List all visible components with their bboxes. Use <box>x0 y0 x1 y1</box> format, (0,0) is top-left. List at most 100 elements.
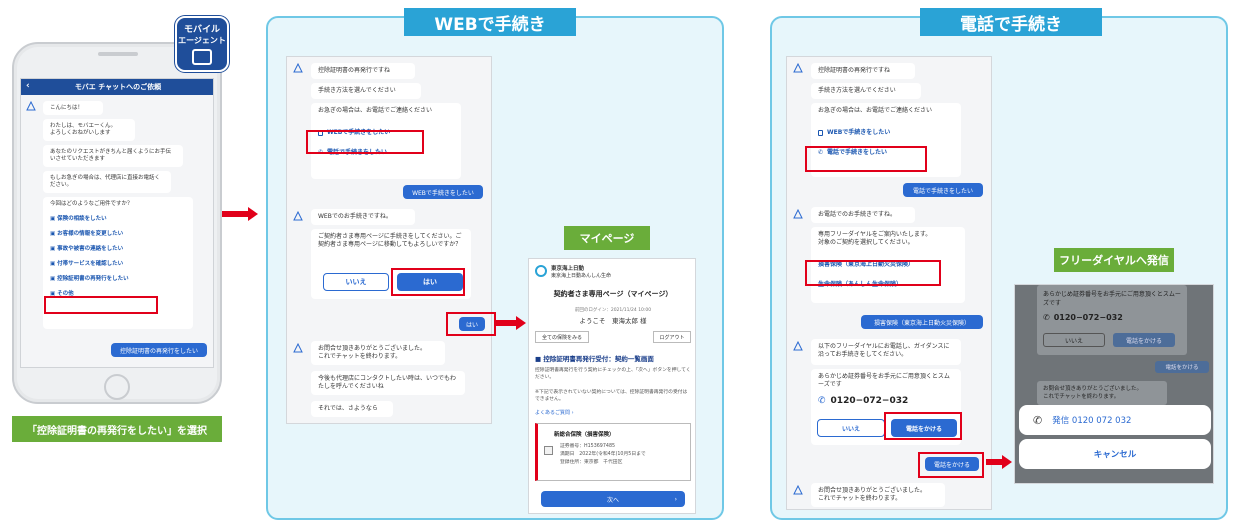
next-button[interactable]: 次へ› <box>541 491 685 507</box>
brand-name: 東京海上日動 <box>551 266 585 272</box>
option-item[interactable]: ▣ 事故や被害の連絡をしたい <box>50 246 124 252</box>
highlight-box <box>805 146 927 172</box>
call-button[interactable]: 電話をかける <box>891 419 957 437</box>
phone-icon: ✆ <box>1043 313 1050 322</box>
arrow-icon <box>222 211 248 217</box>
section-heading: ■ 控除証明書再発行受付：契約一覧画面 <box>535 355 654 363</box>
chat-bubble: 控除証明書の再発行ですね <box>811 63 915 79</box>
policy-expiry: 満期日 2022年(令和4年)10月5日まで <box>560 452 646 457</box>
bot-avatar-icon <box>293 63 303 73</box>
chevron-right-icon: › <box>674 495 677 503</box>
confirm-text: ご契約者さま専用ページに手続きをしてください。ご契約者さま専用ページに移動しても… <box>318 233 462 248</box>
arrow-icon <box>986 459 1002 465</box>
no-button: いいえ <box>1043 333 1105 347</box>
phone-chat-screen: ‹ モバエ チャットへのご依頼 こんにちは！ わたしは、モバエーくん。 よろしく… <box>20 78 214 368</box>
highlight-box <box>44 296 158 314</box>
chat-bubble: こんにちは！ <box>43 101 103 115</box>
brand-logo-icon <box>535 265 547 277</box>
last-login: 前回のログイン：2021/11/24 10:00 <box>574 308 652 313</box>
option-item[interactable]: ▣ 保険の相談をしたい <box>50 216 107 222</box>
chat-header: ‹ モバエ チャットへのご依頼 <box>21 79 213 95</box>
arrow-icon <box>496 320 516 326</box>
phone-glyph-icon <box>192 49 212 65</box>
back-icon[interactable]: ‹ <box>26 81 30 91</box>
brand-name-life: 東京海上日動あんしん生命 <box>551 273 612 279</box>
call-action[interactable]: ✆ 発信 0120 072 032 <box>1019 405 1211 435</box>
dial-label: フリーダイヤルへ発信 <box>1054 248 1174 272</box>
chat-header-title: モバエ チャットへのご依頼 <box>74 83 162 91</box>
user-reply-bubble: 控除証明書の再発行をしたい <box>111 343 207 357</box>
chat-bubble: 以下のフリーダイヤルにお電話し、ガイダンスに沿ってお手続きをしてください。 <box>811 339 961 365</box>
option-item[interactable]: ▣ 付帯サービスを確認したい <box>50 261 124 267</box>
welcome-text: ようこそ 東海太郎 様 <box>579 317 647 325</box>
chat-bubble: お問合せ頂きありがとうございました。 これでチャットを終わります。 <box>311 341 445 365</box>
all-insurance-button[interactable]: 全ての保険をみる <box>535 331 589 343</box>
option-note: お急ぎの場合は、お電話でご連絡ください <box>818 107 933 114</box>
option-phone[interactable]: ✆電話で手続きをしたい <box>818 149 888 156</box>
policy-address: 登録住所：東京都 千代田区 <box>560 460 623 465</box>
chat-bubble: WEBでのお手続きですね。 <box>311 209 415 225</box>
bot-avatar-icon <box>26 101 36 111</box>
web-chat-screen: 控除証明書の再発行ですね 手続き方法を選んでください お急ぎの場合は、お電話でご… <box>286 56 492 424</box>
option-item[interactable]: ▣ その他 <box>50 291 74 297</box>
user-reply-bubble: はい <box>459 317 485 331</box>
bot-avatar-icon <box>793 485 803 495</box>
bot-avatar-icon <box>293 211 303 221</box>
cancel-action[interactable]: キャンセル <box>1019 439 1211 469</box>
step-caption: 「控除証明書の再発行をしたい」を選択 <box>12 416 222 442</box>
bot-avatar-icon <box>793 209 803 219</box>
chat-bubble: あなたのリクエストがきちんと届くようにお手伝いさせていただきます <box>43 145 183 167</box>
chat-bubble: 控除証明書の再発行ですね <box>311 63 415 79</box>
chat-bubble: わたしは、モバエーくん。 よろしくおねがいします <box>43 119 135 141</box>
app-icon-line1: モバイル <box>183 25 220 35</box>
chat-bubble: 手続き方法を選んでください <box>311 83 421 99</box>
option-card: 今回はどのようなご用件ですか？ ▣ 保険の相談をしたい ▣ お客様の情報を変更し… <box>43 197 193 329</box>
chat-bubble: もしお急ぎの場合は、代理店に直接お電話ください。 <box>43 171 171 193</box>
page-title: 契約者さま専用ページ（マイページ） <box>553 290 673 298</box>
app-icon-line2: エージェント <box>178 36 226 45</box>
bot-avatar-icon <box>293 343 303 353</box>
option-note: お急ぎの場合は、お電話でご連絡ください <box>318 107 433 114</box>
no-button[interactable]: いいえ <box>323 273 389 291</box>
yes-button[interactable]: はい <box>397 273 463 291</box>
section-desc: 控除証明書再発行を行う契約にチェックの上、「次へ」ボタンを押してください。 <box>535 368 691 380</box>
policy-name: 新総合保険（損害保険） <box>554 432 615 438</box>
user-reply-bubble: 電話をかける <box>925 457 979 471</box>
option-nonlife[interactable]: 損害保険（東京海上日動火災保険） <box>818 261 915 268</box>
highlight-box <box>446 312 496 336</box>
arrow-head-icon <box>1002 455 1012 469</box>
web-panel-title: WEBで手続き <box>404 8 576 36</box>
option-item[interactable]: ▣ お客様の情報を変更したい <box>50 231 124 237</box>
mypage-label: マイページ <box>564 226 650 250</box>
option-item[interactable]: ▣ 控除証明書の再発行をしたい <box>50 276 129 282</box>
highlight-box <box>391 268 465 296</box>
chat-bubble: お問合せ頂きありがとうございました。 これでチャットを終わります。 <box>1037 381 1167 405</box>
faq-link[interactable]: よくあるご質問 › <box>535 410 574 416</box>
chat-bubble: お電話でのお手続きですね。 <box>811 207 915 223</box>
no-button[interactable]: いいえ <box>817 419 885 437</box>
phone-home-button <box>104 374 130 400</box>
user-reply-bubble: 電話をかける <box>1155 361 1209 373</box>
policy-card[interactable]: 新総合保険（損害保険） 証券番号：H153697485 満期日 2022年(令和… <box>535 423 691 481</box>
arrow-head-icon <box>516 316 526 330</box>
phone-panel-title: 電話で手続き <box>920 8 1102 36</box>
highlight-box <box>884 412 962 440</box>
chat-bubble: お問合せ頂きありがとうございました。 これでチャットを終わります。 <box>811 483 945 507</box>
phone-icon: ✆ <box>1033 413 1043 427</box>
logout-button[interactable]: ログアウト <box>653 331 691 343</box>
highlight-box <box>805 260 941 286</box>
phone-icon: ✆ <box>818 396 826 406</box>
smartphone-icon <box>818 130 823 136</box>
option-card: お急ぎの場合は、お電話でご連絡ください WEBで手続きをしたい ✆電話で手続きを… <box>811 103 961 177</box>
user-reply-bubble: 電話で手続きをしたい <box>903 183 983 197</box>
option-question: 今回はどのようなご用件ですか？ <box>50 201 133 207</box>
section-note: ※下記で表示されていない契約については、控除証明書再発行の受付はできません。 <box>535 390 688 402</box>
dim-call-card: あらかじめ証券番号をお手元にご用意頂くとスムーズです ✆0120−072−032… <box>1037 285 1187 355</box>
policy-checkbox[interactable] <box>544 446 553 455</box>
option-web[interactable]: WEBで手続きをしたい <box>818 129 954 137</box>
free-dial-number: ✆0120−072−032 <box>1043 313 1123 322</box>
call-button: 電話をかける <box>1113 333 1175 347</box>
option-note: 専用フリーダイヤルをご案内いたします。 対象のご契約を選択してください。 <box>818 231 932 246</box>
chat-bubble: 手続き方法を選んでください <box>811 83 921 99</box>
bot-avatar-icon <box>793 341 803 351</box>
